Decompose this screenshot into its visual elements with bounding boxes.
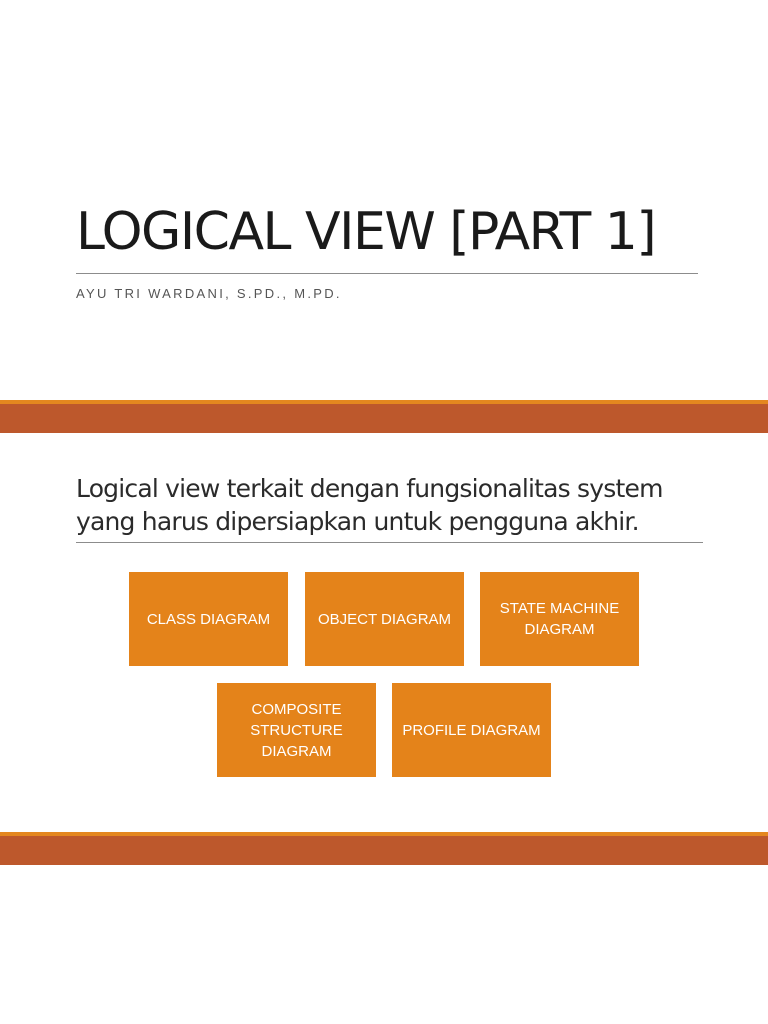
lead-line-1: Logical view terkait dengan fungsionalit… [76, 474, 663, 503]
diagram-box-class: CLASS DIAGRAM [129, 572, 288, 666]
top-accent-band [0, 400, 768, 433]
author-subtitle: AYU TRI WARDANI, S.PD., M.PD. [76, 286, 342, 301]
lead-line-2: yang harus dipersiapkan untuk pengguna a… [76, 507, 640, 536]
bottom-accent-band [0, 832, 768, 865]
title-divider [76, 273, 698, 274]
diagram-box-object: OBJECT DIAGRAM [305, 572, 464, 666]
lead-divider [76, 542, 703, 543]
lead-text: Logical view terkait dengan fungsionalit… [76, 472, 716, 538]
diagram-box-profile: PROFILE DIAGRAM [392, 683, 551, 777]
slide-title: LOGICAL VIEW [PART 1] [76, 202, 657, 262]
diagram-box-state-machine: STATE MACHINE DIAGRAM [480, 572, 639, 666]
diagram-box-composite-structure: COMPOSITE STRUCTURE DIAGRAM [217, 683, 376, 777]
